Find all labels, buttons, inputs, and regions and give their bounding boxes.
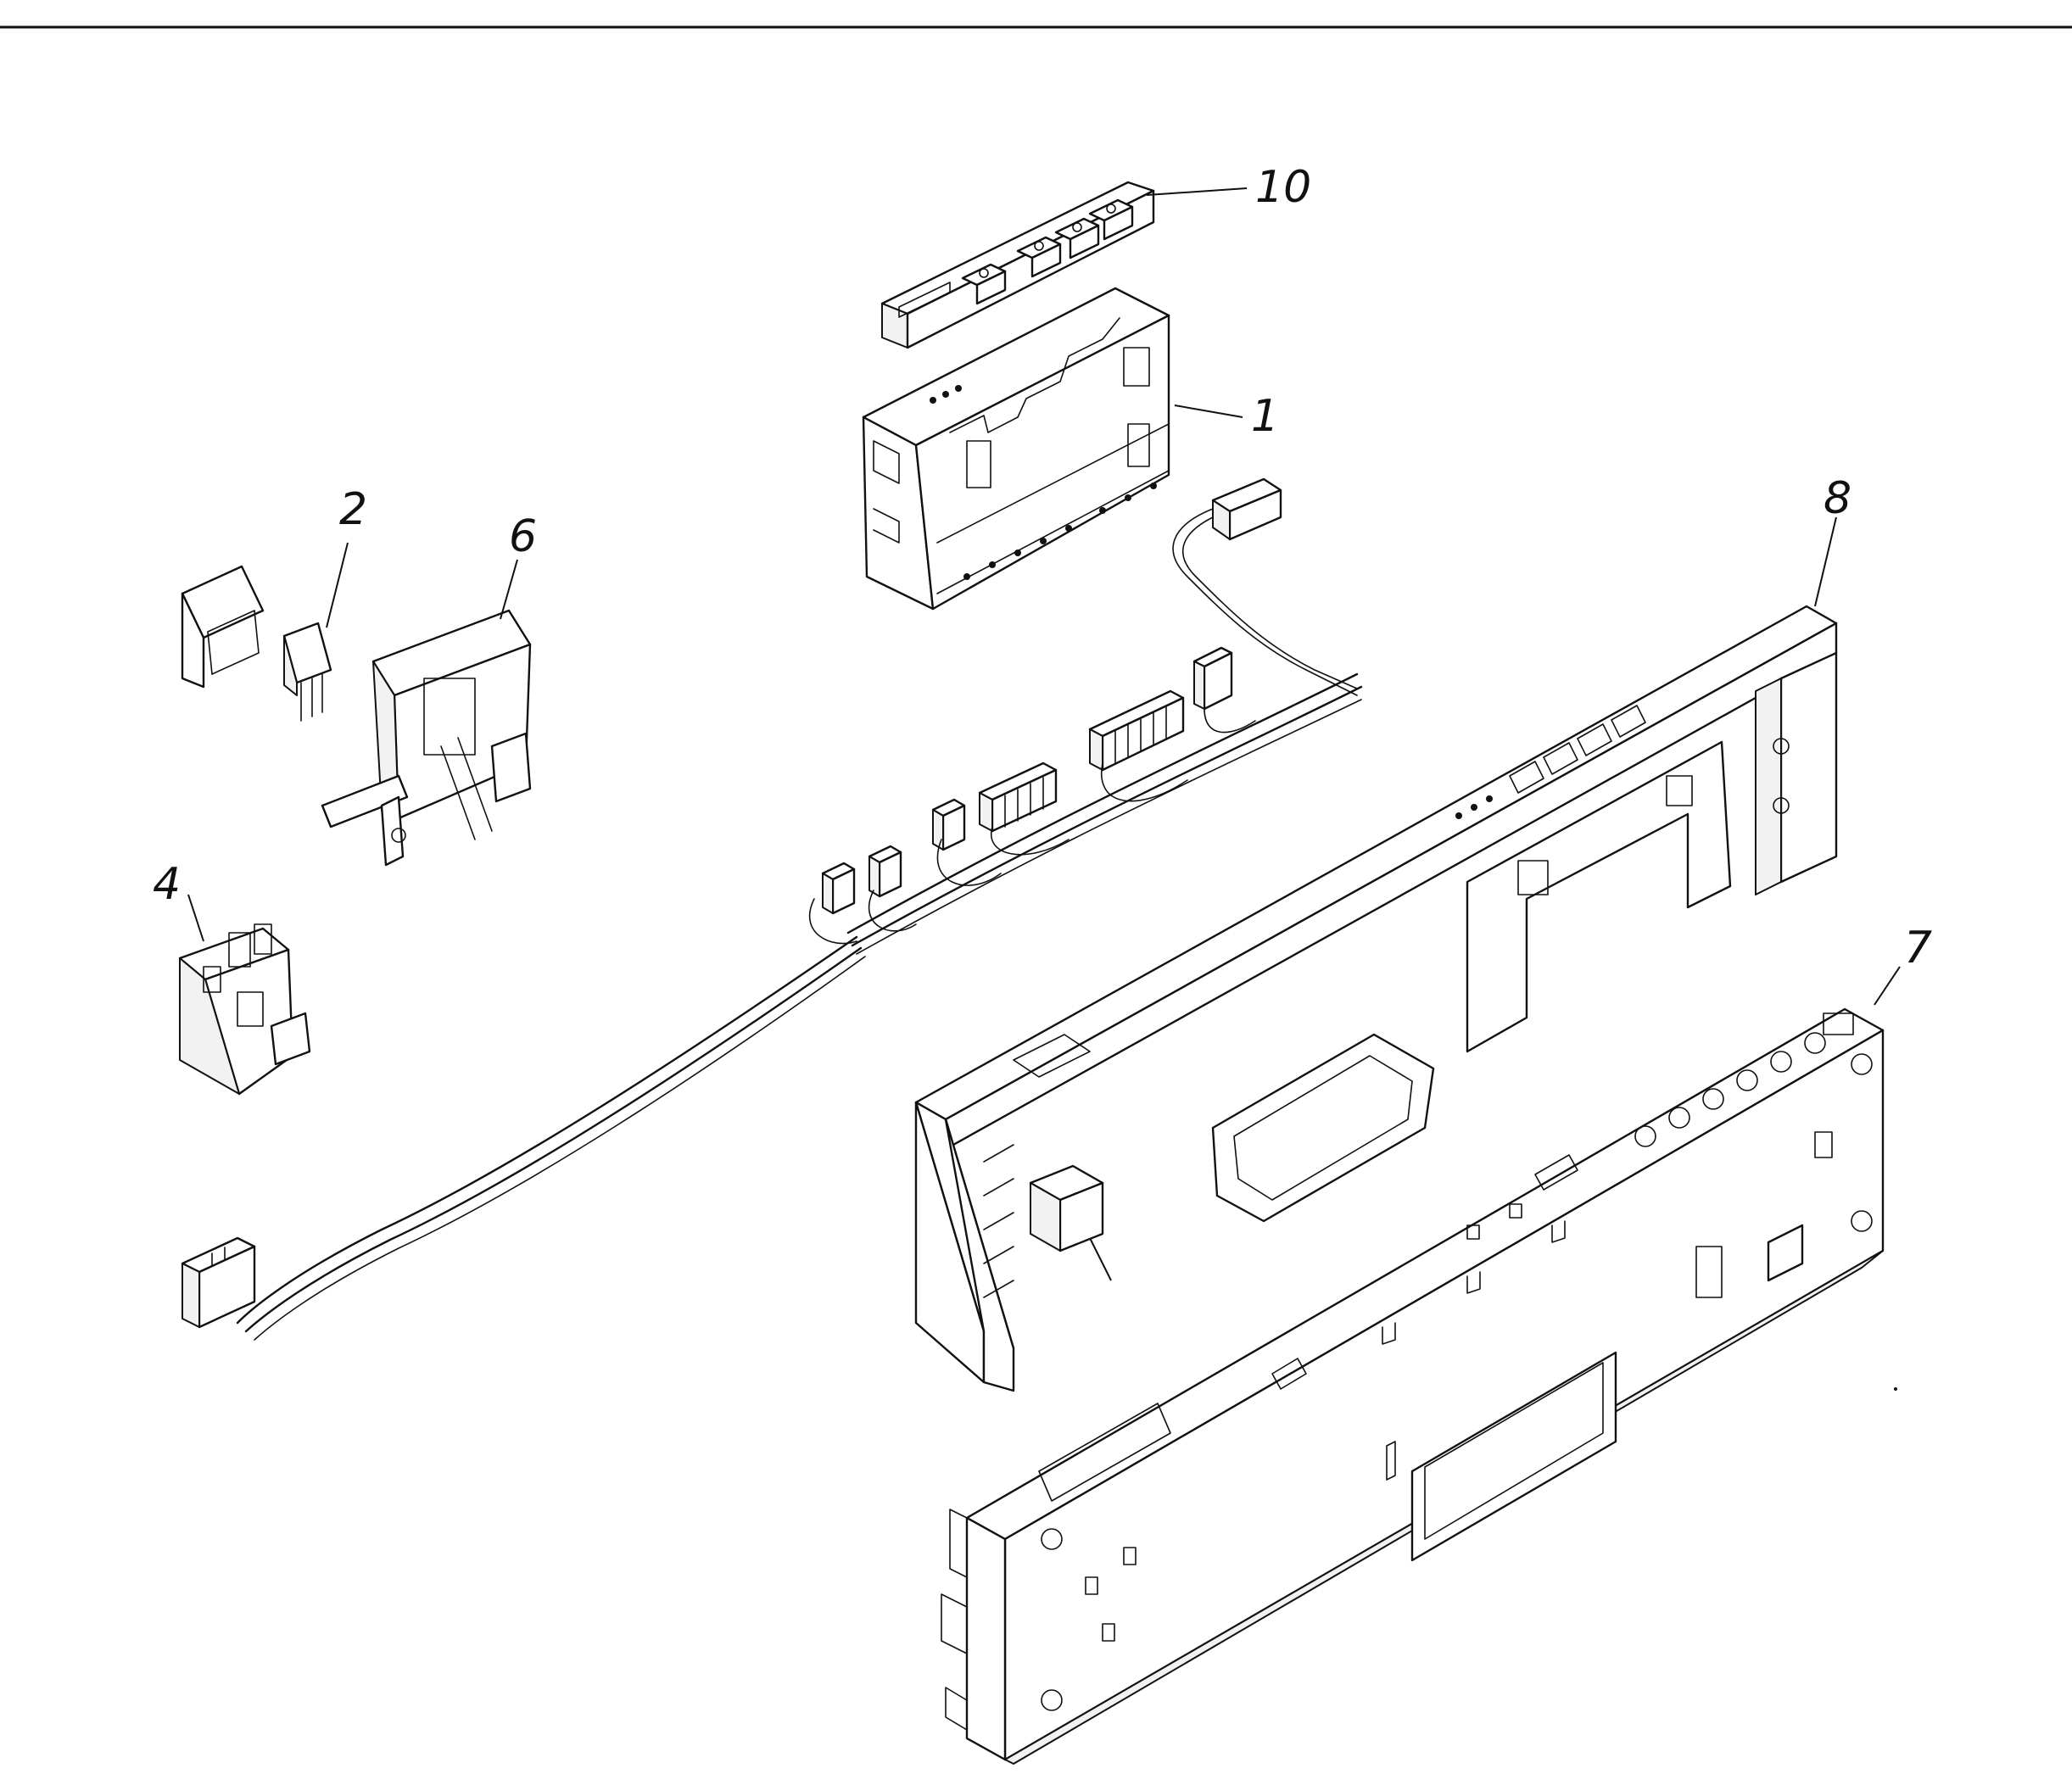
leader-7 (1874, 966, 1901, 1006)
harness-connector-f (821, 862, 856, 915)
leader-8 (1814, 516, 1837, 607)
part-1-control-module[interactable] (862, 287, 1170, 611)
part-8-front-frame[interactable] (914, 605, 1838, 1392)
leader-6 (500, 559, 518, 620)
harness-end-plug (181, 1236, 256, 1329)
harness-connector-b (1088, 689, 1185, 772)
callout-7: 7 (1904, 923, 1932, 973)
leader-10 (1146, 187, 1248, 196)
part-2-relay[interactable] (181, 565, 332, 722)
module-plug (1172, 477, 1358, 696)
callout-6: 6 (509, 511, 537, 562)
callout-4: 4 (153, 859, 181, 910)
part-7-control-panel[interactable] (941, 1007, 1885, 1765)
callout-10: 10 (1255, 162, 1311, 213)
part-4-switch[interactable] (178, 923, 311, 1096)
callout-8: 8 (1823, 473, 1851, 524)
leader-2 (326, 542, 349, 628)
part-6-door-lock[interactable] (321, 609, 532, 867)
frame-cube (1029, 1164, 1112, 1281)
harness-connector-d (931, 798, 966, 851)
part-10-button-strip[interactable] (880, 181, 1155, 349)
harness-connector-c (978, 761, 1058, 833)
wire-harness[interactable] (181, 646, 1363, 1341)
callout-2-label: 2 (339, 484, 367, 535)
speck (1894, 1387, 1897, 1391)
harness-connector-a (1192, 646, 1233, 711)
callout-1: 1 (1251, 391, 1279, 442)
leader-1 (1174, 404, 1243, 418)
leader-4 (187, 894, 204, 942)
harness-connector-e (868, 845, 902, 898)
